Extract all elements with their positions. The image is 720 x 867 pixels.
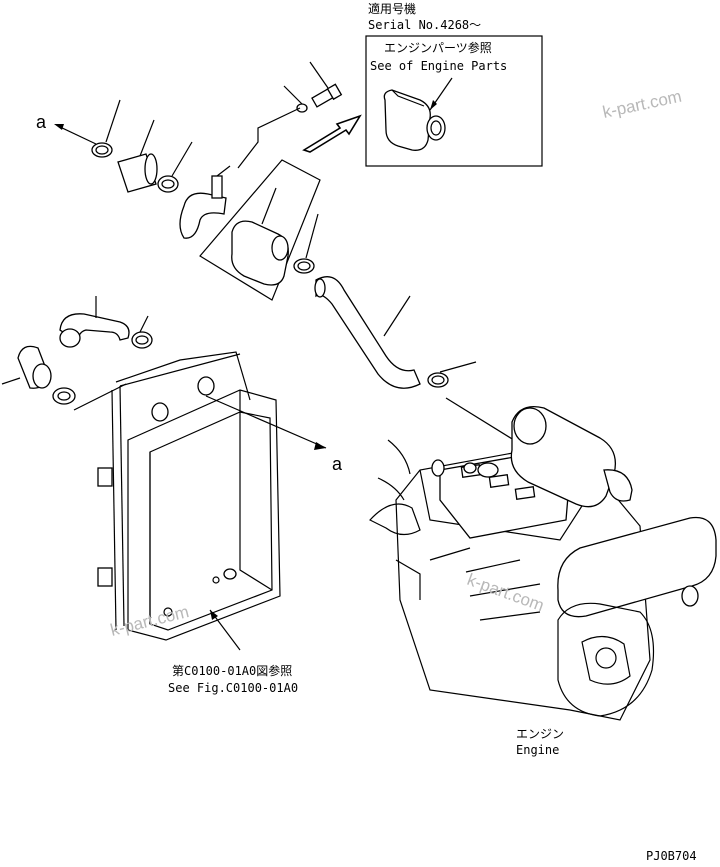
engine-parts-label-en: See of Engine Parts	[370, 59, 507, 73]
intake-hose	[314, 276, 477, 389]
engine-parts-reference-box: エンジンパーツ参照 See of Engine Parts	[365, 35, 543, 167]
callout-a-top: a	[36, 112, 97, 145]
callout-a-mid: a	[205, 395, 343, 474]
serial-label-jp: 適用号機	[368, 1, 416, 16]
fig-ref-en: See Fig.C0100-01A0	[168, 681, 298, 695]
reference-arrow	[302, 114, 362, 153]
watermark: k-part.com	[601, 87, 683, 122]
callout-a-mid-label: a	[332, 454, 343, 474]
engine-drawing	[369, 397, 717, 721]
lower-hose-set	[1, 296, 153, 411]
fig-ref-jp: 第C0100-01A0図参照	[172, 663, 292, 678]
figure-reference: 第C0100-01A0図参照 See Fig.C0100-01A0	[168, 609, 298, 695]
drawing-code: PJ0B704	[646, 849, 697, 863]
watermark: k-part.com	[465, 570, 547, 615]
engine-label-jp: エンジン	[516, 727, 564, 741]
engine-label-en: Engine	[516, 743, 559, 757]
serial-label-en: Serial No.4268～	[368, 18, 481, 32]
radiator-frame	[97, 351, 281, 641]
callout-a-top-label: a	[36, 112, 47, 132]
air-cleaner-detail-icon	[383, 77, 453, 151]
bolt-icon	[309, 61, 343, 108]
engine-parts-label-jp: エンジンパーツ参照	[384, 40, 492, 55]
air-cleaner-assembly	[179, 107, 321, 301]
washer-icon	[283, 85, 308, 113]
upper-hose-set	[91, 99, 193, 193]
clamp-icon	[293, 213, 319, 274]
